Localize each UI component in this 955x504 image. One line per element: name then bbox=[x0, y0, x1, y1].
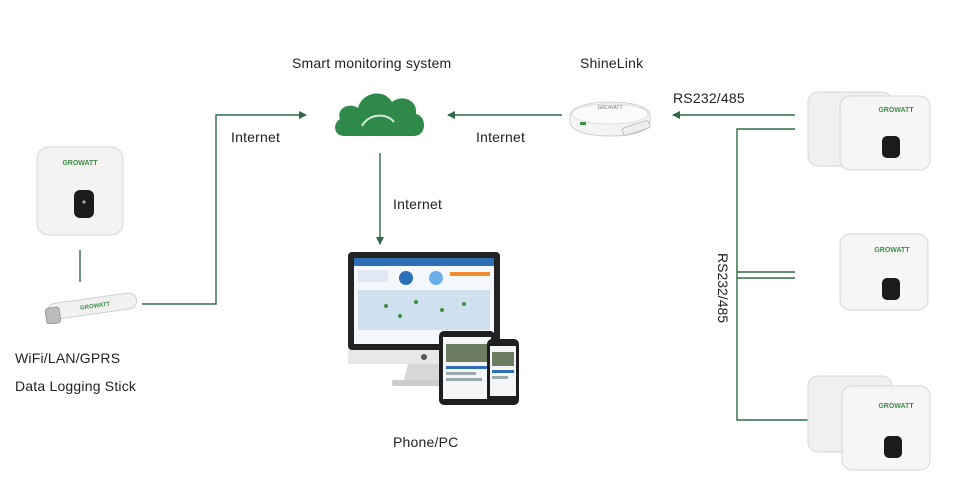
phone-icon bbox=[487, 339, 519, 405]
shinelink-icon: GROWATT bbox=[569, 101, 651, 137]
svg-text:GROWATT: GROWATT bbox=[598, 105, 623, 111]
rs232-top-label: RS232/485 bbox=[673, 90, 745, 106]
stick-label-line1: WiFi/LAN/GPRS bbox=[15, 350, 121, 366]
svg-text:GROWATT: GROWATT bbox=[878, 403, 914, 410]
svg-text:GROWATT: GROWATT bbox=[80, 302, 111, 312]
inverter-icon: GROWATT bbox=[807, 375, 931, 471]
internet-left-label: Internet bbox=[231, 129, 281, 145]
stick-to-cloud-arrow bbox=[142, 111, 307, 305]
svg-text:GROWATT: GROWATT bbox=[874, 247, 910, 254]
smart-monitoring-label: Smart monitoring system bbox=[292, 55, 452, 71]
rs232-vertical-label: RS232/485 bbox=[715, 253, 731, 324]
rs485-bus-line bbox=[736, 128, 808, 421]
phone-pc-label: Phone/PC bbox=[393, 434, 459, 450]
svg-text:GROWATT: GROWATT bbox=[62, 160, 98, 167]
inverter-icon: GROWATT bbox=[36, 146, 124, 236]
tablet-icon bbox=[439, 331, 495, 405]
inverter-icon: GROWATT bbox=[839, 233, 929, 311]
imac-icon bbox=[348, 252, 500, 386]
logging-stick-icon: GROWATT bbox=[44, 292, 138, 324]
inverter-icon: GROWATT bbox=[807, 91, 931, 171]
internet-right-label: Internet bbox=[476, 129, 526, 145]
stick-label-line2: Data Logging Stick bbox=[15, 378, 137, 394]
cloud-icon bbox=[335, 93, 425, 136]
internet-down-label: Internet bbox=[393, 196, 443, 212]
shinelink-label: ShineLink bbox=[580, 55, 644, 71]
svg-text:GROWATT: GROWATT bbox=[878, 107, 914, 114]
